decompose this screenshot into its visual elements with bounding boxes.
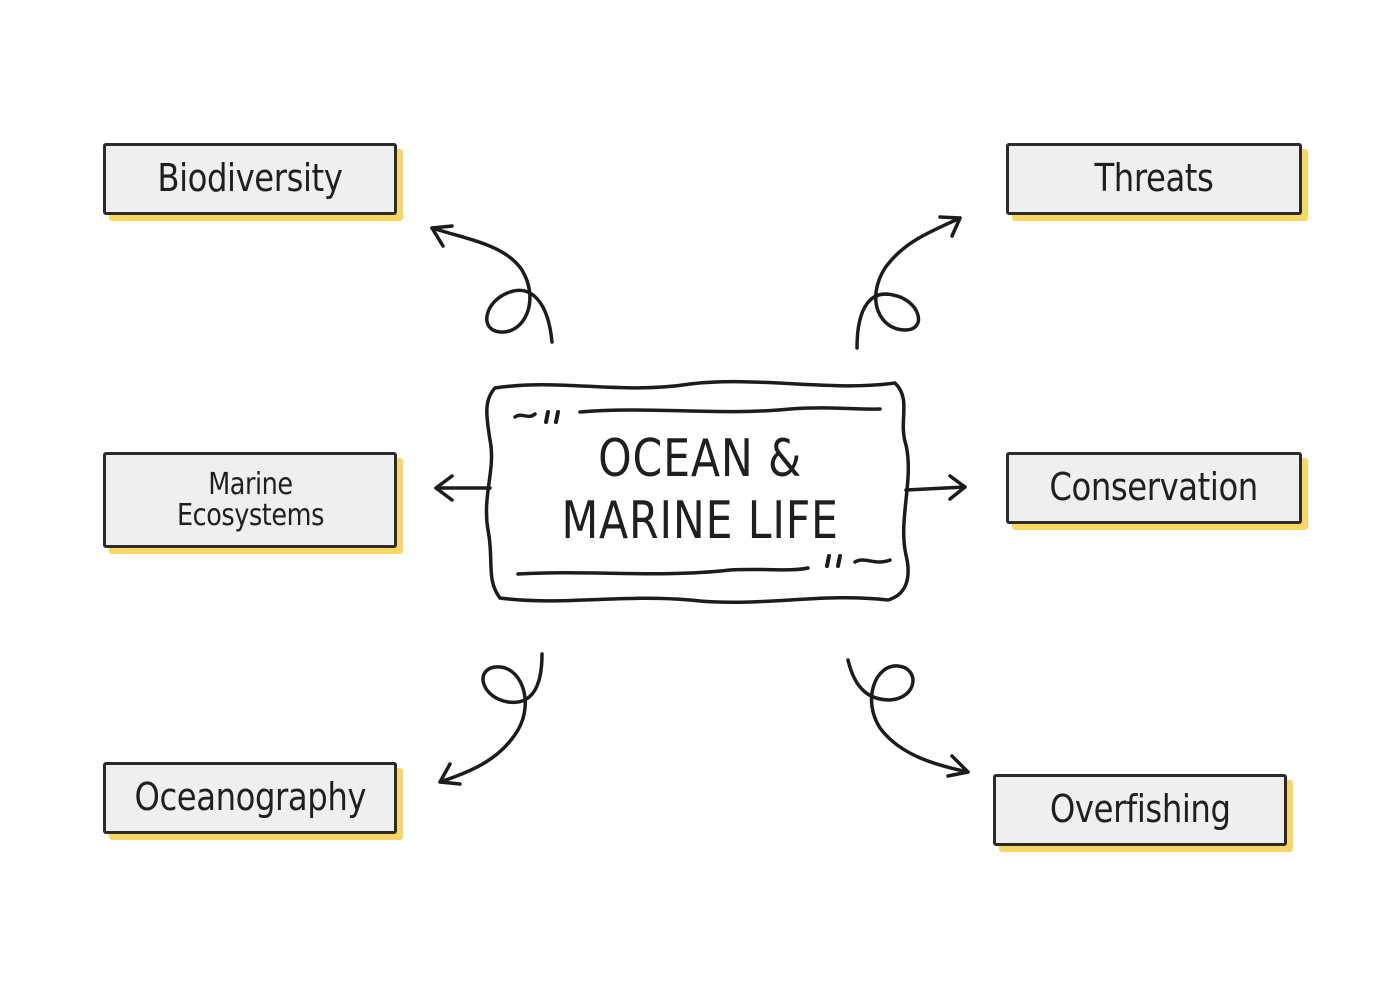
frame-top-quote-1 — [544, 410, 550, 424]
node-box: Biodiversity — [103, 143, 397, 215]
arrowhead-threats — [938, 215, 962, 238]
center-frame — [484, 379, 911, 605]
connector-overfishing — [846, 658, 970, 774]
node-label-conservation: Conservation — [1049, 465, 1259, 510]
node-label-threats: Threats — [1094, 156, 1214, 201]
node-oceanography: Oceanography — [103, 762, 403, 840]
frame-top-quote-2 — [554, 410, 560, 424]
frame-top-squiggle — [513, 412, 537, 419]
connector-conservation — [904, 485, 967, 492]
arrowhead-biodiversity — [430, 224, 454, 248]
node-box: Overfishing — [993, 774, 1287, 846]
node-box: Conservation — [1006, 452, 1302, 524]
node-box: Threats — [1006, 143, 1302, 215]
frame-bottom-quote-1 — [825, 554, 831, 568]
frame-top-line — [578, 406, 882, 414]
frame-bottom-squiggle — [853, 558, 892, 564]
node-label-oceanography: Oceanography — [134, 775, 366, 820]
node-marine-ecosystems: Marine Ecosystems — [103, 452, 403, 554]
node-label-marine-ecosystems: Marine Ecosystems — [176, 466, 324, 533]
center-topic-title: OCEAN & MARINE LIFE — [561, 428, 839, 551]
connector-threats — [855, 216, 962, 350]
node-box: Oceanography — [103, 762, 397, 834]
node-threats: Threats — [1006, 143, 1308, 221]
connector-oceanography — [438, 652, 544, 784]
node-conservation: Conservation — [1006, 452, 1308, 530]
arrowhead-marine-ecosystems — [434, 474, 454, 502]
node-box: Marine Ecosystems — [103, 452, 397, 548]
arrowhead-oceanography — [438, 762, 462, 786]
node-label-biodiversity: Biodiversity — [157, 156, 343, 201]
node-overfishing: Overfishing — [993, 774, 1293, 852]
node-label-overfishing: Overfishing — [1049, 787, 1231, 832]
arrowhead-overfishing — [946, 754, 970, 778]
center-topic: OCEAN & MARINE LIFE — [500, 420, 900, 560]
frame-bottom-line — [516, 566, 810, 576]
frame-bottom-quote-2 — [836, 554, 842, 568]
node-biodiversity: Biodiversity — [103, 143, 403, 221]
connector-biodiversity — [430, 226, 554, 344]
arrowhead-conservation — [948, 474, 967, 501]
